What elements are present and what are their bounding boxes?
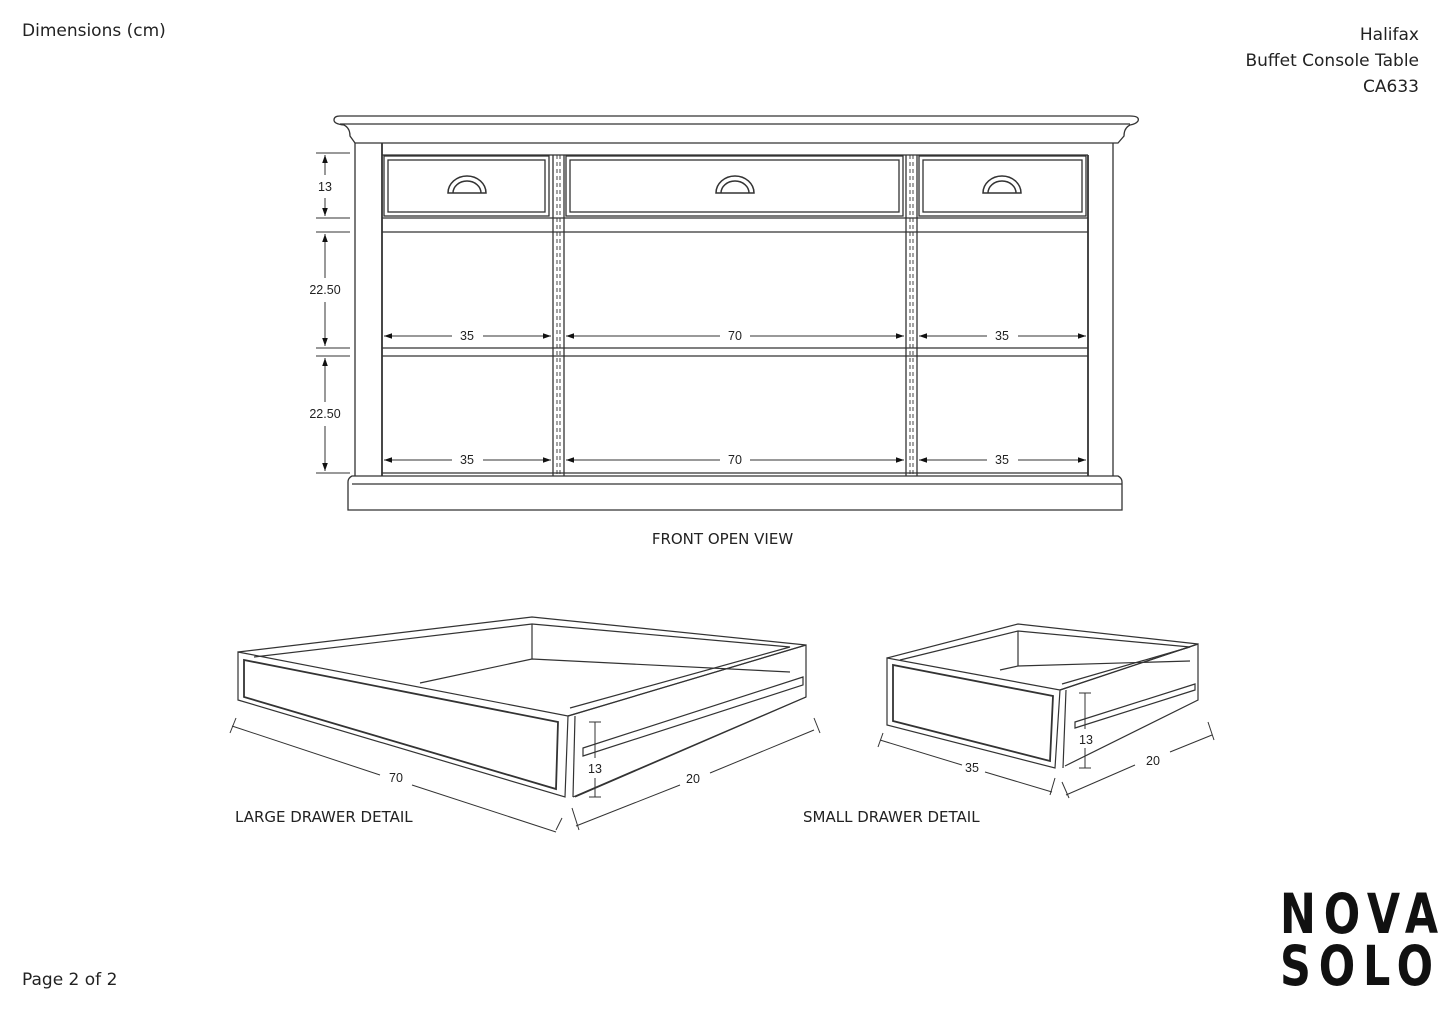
dim-upper-left-width: 35 bbox=[460, 329, 474, 343]
divider-left bbox=[552, 155, 565, 476]
dim-upper-center-width: 70 bbox=[728, 329, 742, 343]
divider-right bbox=[905, 155, 918, 476]
large-drawer-width: 70 bbox=[389, 771, 403, 785]
drawer-right bbox=[918, 155, 1087, 217]
half-moon-handle-icon bbox=[447, 175, 1022, 194]
dim-lower-center-width: 70 bbox=[728, 453, 742, 467]
small-drawer-caption: SMALL DRAWER DETAIL bbox=[803, 808, 980, 826]
large-drawer-caption: LARGE DRAWER DETAIL bbox=[235, 808, 413, 826]
small-drawer-dims bbox=[877, 692, 1215, 799]
dim-lower-shelf-height: 22.50 bbox=[309, 407, 340, 421]
dim-upper-right-width: 35 bbox=[995, 329, 1009, 343]
large-drawer-drawing bbox=[237, 616, 807, 798]
vertical-dimensions bbox=[316, 152, 350, 474]
small-drawer-width: 35 bbox=[965, 761, 979, 775]
drawer-center bbox=[565, 155, 904, 217]
drawer-left bbox=[383, 155, 550, 217]
logo-line-1: NOVA bbox=[1280, 882, 1445, 946]
front-open-view bbox=[333, 115, 1139, 511]
product-code: CA633 bbox=[1363, 77, 1419, 97]
page-number: Page 2 of 2 bbox=[22, 970, 118, 990]
small-drawer-depth: 20 bbox=[1146, 754, 1160, 768]
small-drawer-height: 13 bbox=[1079, 733, 1093, 747]
large-drawer-height: 13 bbox=[588, 762, 602, 776]
large-drawer-dims bbox=[229, 717, 821, 833]
horizontal-dimensions bbox=[384, 333, 1086, 463]
brand-logo: NOVA SOLO bbox=[1280, 882, 1445, 998]
dim-upper-shelf-height: 22.50 bbox=[309, 283, 340, 297]
dim-lower-right-width: 35 bbox=[995, 453, 1009, 467]
dim-drawer-height: 13 bbox=[318, 180, 332, 194]
dimensions-unit-label: Dimensions (cm) bbox=[22, 21, 166, 41]
product-title-block: Halifax Buffet Console Table CA633 bbox=[1245, 22, 1419, 100]
dim-lower-left-width: 35 bbox=[460, 453, 474, 467]
front-view-caption: FRONT OPEN VIEW bbox=[651, 530, 794, 548]
small-drawer-drawing bbox=[886, 623, 1199, 769]
product-collection: Halifax bbox=[1359, 25, 1419, 45]
logo-line-2: SOLO bbox=[1280, 934, 1441, 998]
large-drawer-depth: 20 bbox=[686, 772, 700, 786]
product-name: Buffet Console Table bbox=[1245, 51, 1419, 71]
